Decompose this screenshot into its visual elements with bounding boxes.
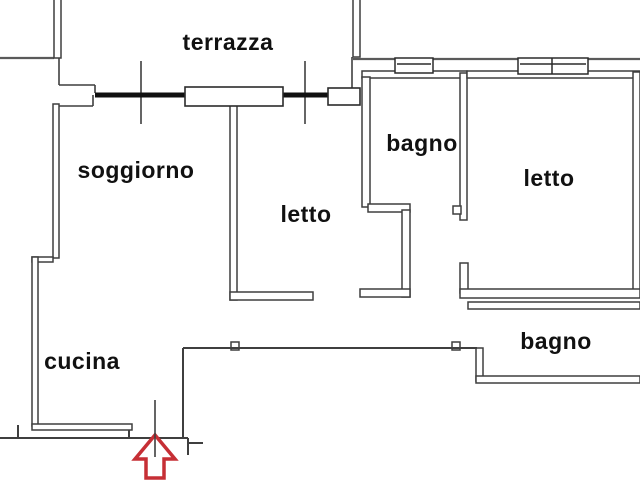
door-window-boxes (184, 86, 361, 107)
letto-right-right-wall (632, 71, 640, 292)
soggiorno-left-wall (52, 103, 60, 259)
room-label-soggiorno: soggiorno (78, 157, 195, 183)
letto-window (517, 57, 589, 75)
door-jamb-notch (452, 205, 462, 215)
entrance-lines (0, 347, 477, 455)
bagno-window (394, 57, 434, 74)
kitchen-left-wall (31, 256, 39, 427)
room-label-cucina: cucina (44, 348, 120, 374)
corridor-wall-top (367, 203, 411, 213)
terrace-left-wall (53, 0, 62, 59)
soggiorno-letto-divider (229, 104, 238, 301)
facade-windows (394, 57, 589, 75)
room-label-letto-right: letto (523, 165, 574, 191)
letto-bagno-divider (361, 76, 371, 208)
bagno-bottom-top-wall (467, 301, 640, 310)
terrace-door-box (184, 86, 284, 107)
hall-wall-pilaster (451, 341, 461, 351)
terrace-right-wall (352, 0, 361, 58)
corridor-wall-bottom (359, 288, 411, 298)
room-label-terrazza: terrazza (183, 29, 274, 55)
letto-right-bottom-wall (459, 288, 640, 299)
room-label-letto-middle: letto (280, 201, 331, 227)
room-label-bagno-bottom: bagno (520, 328, 592, 354)
bagno-bottom-bottom-wall (475, 375, 640, 384)
bagno-top-right-wall (459, 72, 468, 221)
corridor-wall-right (401, 209, 411, 298)
room-label-bagno-top: bagno (386, 130, 458, 156)
kitchen-bottom-wall (31, 423, 133, 431)
hall-wall-pilaster (230, 341, 240, 351)
letto-middle-bottom-wall (229, 291, 314, 301)
terrace-door-box (327, 87, 361, 106)
